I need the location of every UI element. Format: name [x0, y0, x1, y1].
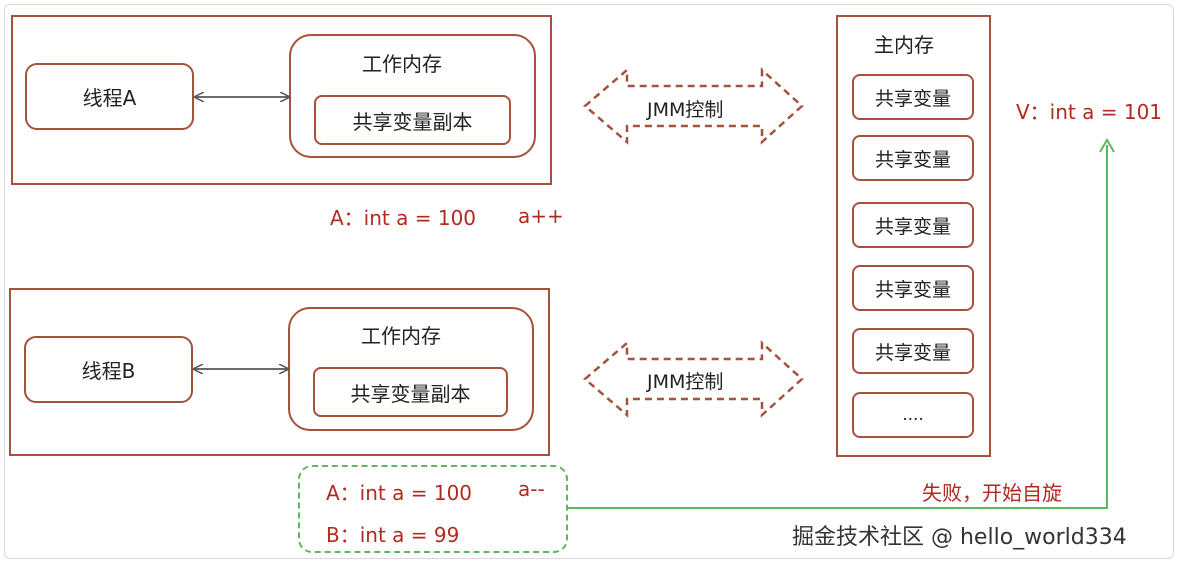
thread-b-label: 线程B: [81, 359, 136, 383]
main-memory-item-label: 共享变量: [874, 278, 951, 301]
jmm-control-top-label: JMM控制: [647, 99, 724, 121]
thread-a-op: a++: [518, 204, 564, 228]
watermark: 掘金技术社区 @ hello_world334: [792, 525, 1127, 550]
thread-a-box: 线程A: [25, 63, 194, 130]
main-memory-item: ....: [852, 392, 974, 438]
thread-b-value-a-prefix: A：int a = 100: [326, 477, 472, 506]
main-memory-item-label: 共享变量: [874, 87, 951, 110]
main-memory-item-label: 共享变量: [874, 341, 951, 364]
main-memory-item: 共享变量: [852, 135, 974, 181]
v-line: V：int a = 101: [1016, 96, 1162, 125]
main-memory-item: 共享变量: [852, 202, 974, 248]
thread-a-label: 线程A: [82, 86, 137, 110]
image-frame: [4, 4, 1174, 559]
thread-b-value-b: B：int a = 99: [326, 523, 460, 547]
fail-spin-text: 失败，开始自旋: [922, 481, 1062, 505]
thread-a-value-text: A：int a = 100: [330, 206, 477, 230]
jmm-control-bottom-label: JMM控制: [647, 371, 724, 393]
thread-b-op: a--: [518, 477, 545, 501]
main-memory-item: 共享变量: [852, 265, 974, 311]
main-memory-item: 共享变量: [852, 74, 974, 120]
main-memory-item-label: ....: [902, 405, 924, 425]
thread-b-box: 线程B: [24, 336, 193, 403]
thread-a-work-memory-title: 工作内存: [362, 52, 442, 76]
v-line-text: V：int a = 101: [1016, 100, 1163, 124]
thread-a-shared-copy: 共享变量副本: [314, 95, 511, 145]
thread-a-value-line: A：int a = 100: [330, 202, 476, 231]
thread-b-values-group: [298, 465, 568, 553]
thread-b-value-b-prefix: B：int a = 99: [326, 519, 459, 548]
main-memory-item: 共享变量: [852, 328, 974, 374]
thread-b-value-a: A：int a = 100: [326, 481, 473, 505]
main-memory-item-label: 共享变量: [874, 215, 951, 238]
thread-b-work-memory-title: 工作内存: [361, 324, 441, 348]
thread-a-shared-copy-label: 共享变量副本: [352, 109, 473, 134]
thread-b-shared-copy: 共享变量副本: [313, 367, 508, 417]
thread-b-shared-copy-label: 共享变量副本: [350, 381, 471, 406]
main-memory-title: 主内存: [874, 33, 934, 57]
main-memory-item-label: 共享变量: [874, 148, 951, 171]
